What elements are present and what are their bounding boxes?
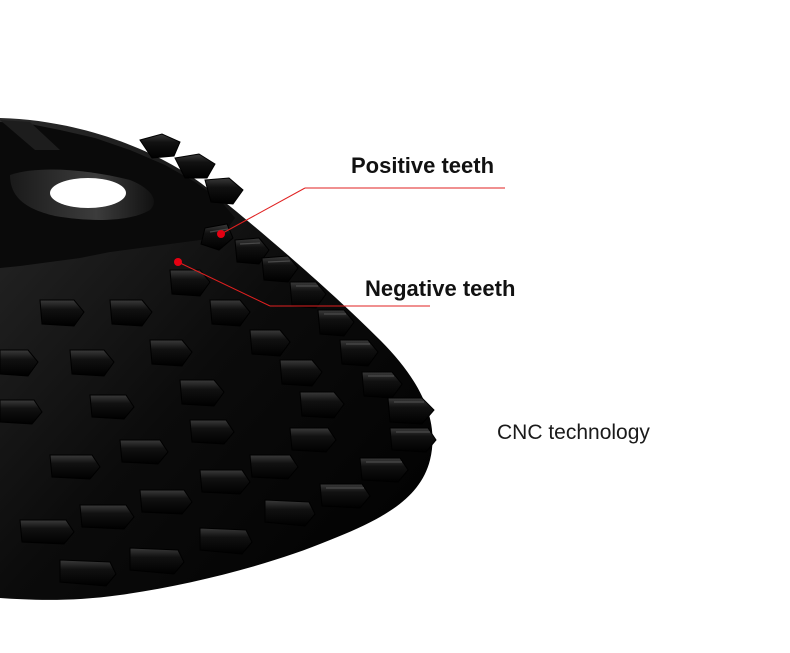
negative-teeth-marker-icon xyxy=(174,258,182,266)
top-sprocket xyxy=(0,120,235,268)
positive-teeth-marker-icon xyxy=(217,230,225,238)
teeth-rows xyxy=(0,133,437,587)
positive-teeth-label: Positive teeth xyxy=(351,153,495,178)
negative-teeth-label: Negative teeth xyxy=(365,276,516,301)
cnc-technology-label: CNC technology xyxy=(497,421,650,444)
callout-negative xyxy=(174,258,430,307)
teeth-highlights xyxy=(209,228,430,489)
callout-positive xyxy=(217,187,505,238)
